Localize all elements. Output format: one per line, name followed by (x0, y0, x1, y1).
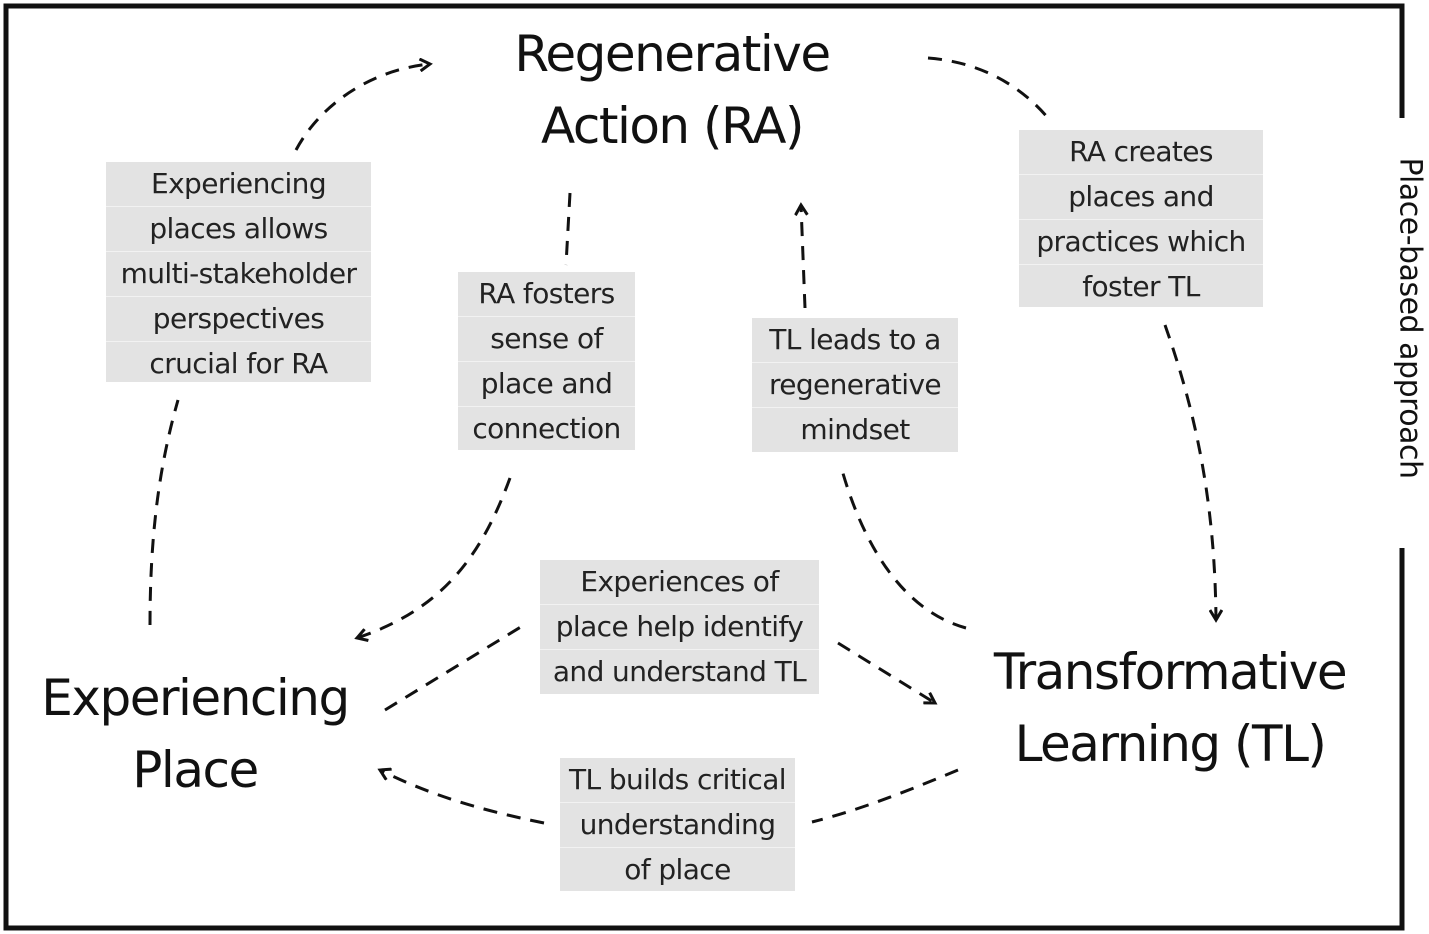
node-regenerative-action-line1: Regenerative (514, 25, 831, 83)
arrow-ra-to-place-lower (357, 477, 512, 638)
node-transformative-learning-line2: Learning (TL) (1014, 715, 1327, 773)
side-label-text: Place-based approach (1392, 157, 1428, 479)
edge-label-line: places and (1019, 175, 1263, 220)
edge-label-line: connection (472, 412, 621, 445)
edge-label-place-to-ra: Experiencing places allows multi-stakeho… (106, 162, 371, 382)
edge-label-line: practices which (1019, 220, 1263, 265)
arrow-place-to-ra-lower (148, 399, 180, 626)
arrow-tl-to-ra-lower (840, 469, 967, 630)
edge-label-ra-to-tl: RA creates places and practices which fo… (1019, 130, 1263, 307)
arrow-ra-to-tl-lower (1163, 324, 1216, 620)
arrow-tl-to-place-right (811, 768, 959, 824)
edge-label-line: sense of (458, 317, 635, 362)
frame-border (3, 3, 1405, 931)
edge-label-place-to-tl: Experiences of place help identify and u… (540, 560, 819, 694)
arrow-ra-to-place-upper (564, 192, 572, 266)
edge-label-line: multi-stakeholder (106, 252, 371, 297)
node-regenerative-action: Regenerative Action (RA) (472, 18, 872, 162)
edge-label-line: Experiencing (106, 162, 371, 207)
edge-label-line: place help identify (540, 605, 819, 650)
arrow-place-to-tl-right (837, 641, 935, 703)
edge-label-line: mindset (800, 413, 910, 446)
edge-label-tl-to-place: TL builds critical understanding of plac… (560, 758, 795, 891)
edge-label-line: place and (458, 362, 635, 407)
node-transformative-learning: Transformative Learning (TL) (980, 636, 1360, 780)
edge-label-line: places allows (106, 207, 371, 252)
node-experiencing-place: Experiencing Place (20, 662, 370, 806)
node-experiencing-place-line2: Place (132, 741, 259, 799)
node-transformative-learning-line1: Transformative (993, 643, 1348, 701)
edge-label-line: RA fosters (458, 272, 635, 317)
edge-label-line: TL builds critical (560, 758, 795, 803)
arrow-ra-to-tl-upper (927, 56, 1050, 119)
edge-label-line: and understand TL (552, 655, 807, 688)
arrow-tl-to-ra-upper (801, 205, 805, 309)
arrow-place-to-ra-upper (294, 64, 430, 151)
edge-label-line: understanding (560, 803, 795, 848)
edge-label-line: TL leads to a (752, 318, 958, 363)
edge-label-tl-to-ra: TL leads to a regenerative mindset (752, 318, 958, 452)
edge-label-line: perspectives (106, 297, 371, 342)
edge-label-line: regenerative (752, 363, 958, 408)
edge-label-line: crucial for RA (149, 347, 328, 380)
edge-label-line: Experiences of (540, 560, 819, 605)
edge-label-line: RA creates (1019, 130, 1263, 175)
edge-label-line: of place (624, 853, 731, 886)
node-experiencing-place-line1: Experiencing (41, 669, 350, 727)
arrow-tl-to-place-left (380, 770, 545, 825)
node-regenerative-action-line2: Action (RA) (541, 97, 804, 155)
arrow-place-to-tl-left (384, 623, 525, 712)
edge-label-ra-to-place: RA fosters sense of place and connection (458, 272, 635, 450)
edge-label-line: foster TL (1082, 270, 1200, 303)
